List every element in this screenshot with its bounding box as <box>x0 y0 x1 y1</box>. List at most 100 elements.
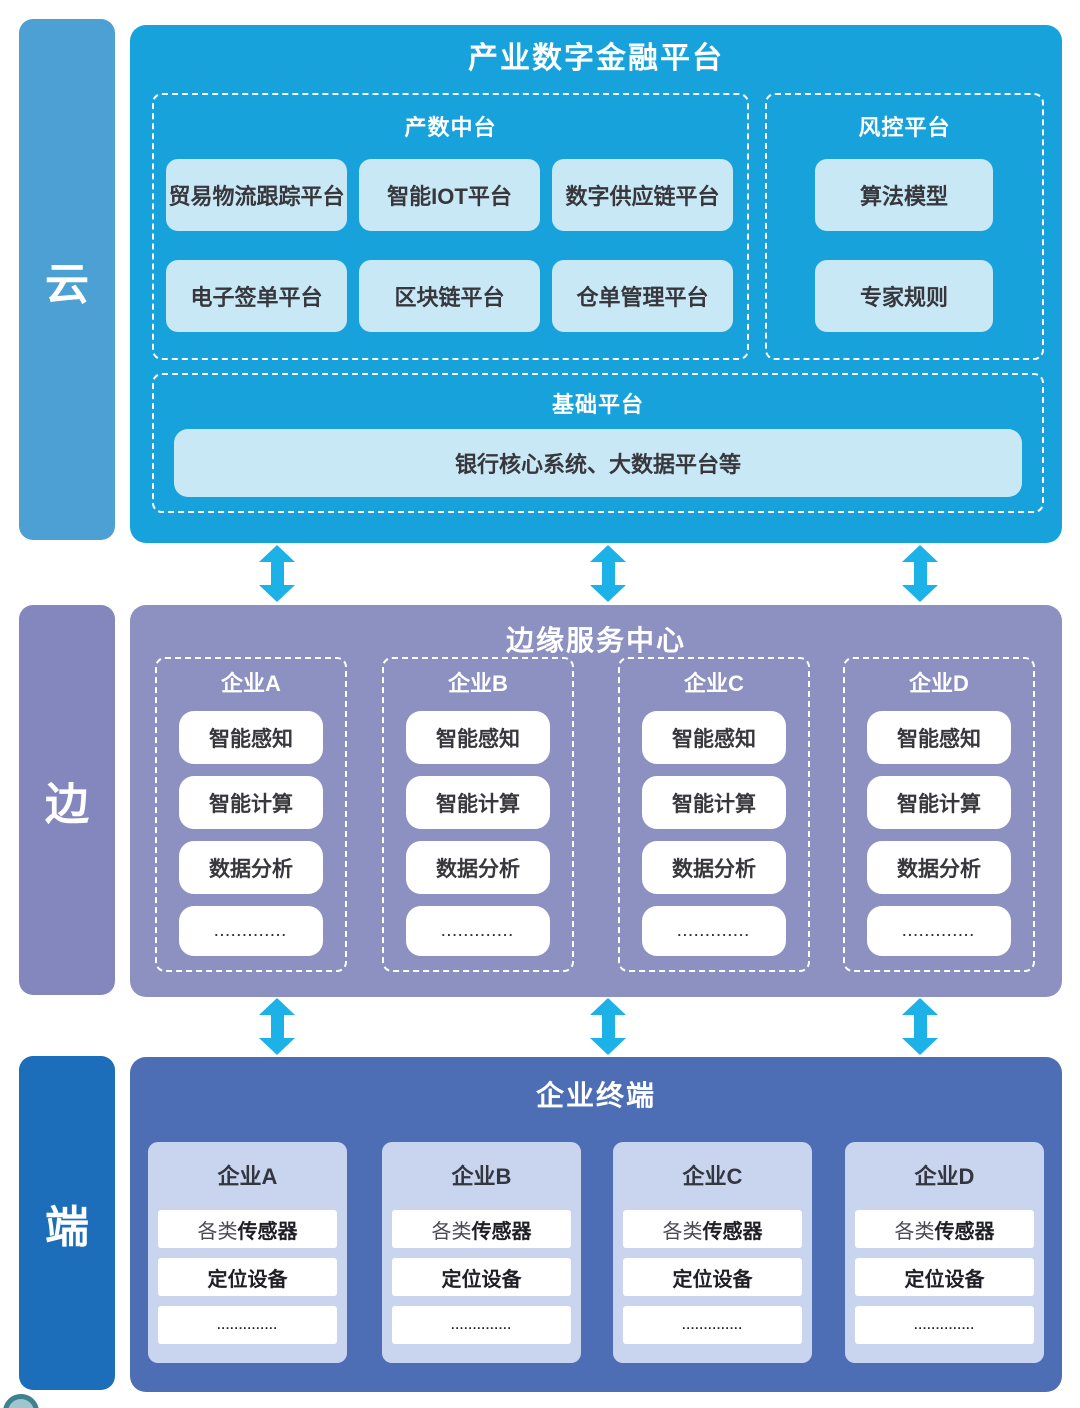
arrow-up-icon <box>902 998 938 1015</box>
terminal-row-positioning: 定位设备 <box>392 1258 571 1296</box>
terminal-card-enterprise-d: 企业D 各类传感器 定位设备 .............. <box>845 1142 1044 1363</box>
platform-box-digital-supply-chain: 数字供应链平台 <box>552 159 733 231</box>
ellipsis-dots: ............. <box>677 923 751 939</box>
rail-edge: 边 <box>19 605 115 995</box>
terminal-row-sensors: 各类传感器 <box>158 1210 337 1248</box>
edge-column-title: 企业A <box>221 671 281 696</box>
rail-terminal-label: 端 <box>45 1203 89 1252</box>
edge-column-enterprise-c: 企业C 智能感知 智能计算 数据分析 ............. <box>618 657 810 972</box>
ellipsis-dots: .............. <box>217 1318 278 1332</box>
row-text: 传感器 <box>934 1220 995 1243</box>
row-text: 传感器 <box>471 1220 532 1243</box>
edge-column-title: 企业B <box>448 671 508 696</box>
mid-platform-row-1: 贸易物流跟踪平台 智能IOT平台 数字供应链平台 <box>166 159 733 231</box>
mid-platform-group: 产数中台 贸易物流跟踪平台 智能IOT平台 数字供应链平台 电子签单平台 区块链… <box>152 93 749 360</box>
row-text-prefix: 各类 <box>894 1220 935 1243</box>
risk-platform-group: 风控平台 算法模型 专家规则 <box>765 93 1044 360</box>
row-text-prefix: 各类 <box>662 1220 703 1243</box>
edge-box-smart-computing: 智能计算 <box>406 776 550 829</box>
mid-platform-title: 产数中台 <box>404 115 497 140</box>
terminal-row-positioning: 定位设备 <box>158 1258 337 1296</box>
rail-cloud: 云 <box>19 19 115 540</box>
terminal-row-sensors: 各类传感器 <box>623 1210 802 1248</box>
edge-box-smart-computing: 智能计算 <box>642 776 786 829</box>
bidirectional-arrow-icon <box>259 545 295 602</box>
terminal-row-sensors: 各类传感器 <box>855 1210 1034 1248</box>
terminal-row-more: .............. <box>623 1306 802 1344</box>
arrow-down-icon <box>902 585 938 602</box>
bidirectional-arrow-icon <box>902 998 938 1055</box>
bidirectional-arrow-icon <box>259 998 295 1055</box>
edge-column-enterprise-d: 企业D 智能感知 智能计算 数据分析 ............. <box>843 657 1035 972</box>
bidirectional-arrow-icon <box>902 545 938 602</box>
ellipsis-dots: .............. <box>682 1318 743 1332</box>
edge-section-title: 边缘服务中心 <box>505 625 686 656</box>
arrow-stem <box>913 1015 927 1038</box>
arrow-up-icon <box>259 998 295 1015</box>
terminal-card-enterprise-a: 企业A 各类传感器 定位设备 .............. <box>148 1142 347 1363</box>
edge-box-more: ............. <box>642 906 786 956</box>
terminal-section-title: 企业终端 <box>535 1080 656 1111</box>
edge-box-data-analysis: 数据分析 <box>642 841 786 894</box>
arrow-down-icon <box>590 585 626 602</box>
platform-box-trade-logistics: 贸易物流跟踪平台 <box>166 159 347 231</box>
arrow-up-icon <box>590 998 626 1015</box>
row-text: 传感器 <box>702 1220 763 1243</box>
edge-column-enterprise-a: 企业A 智能感知 智能计算 数据分析 ............. <box>155 657 347 972</box>
edge-column-title: 企业D <box>909 671 969 696</box>
terminal-card-title: 企业B <box>451 1164 512 1189</box>
row-text: 定位设备 <box>672 1268 753 1291</box>
row-text: 传感器 <box>237 1220 298 1243</box>
arrow-stem <box>270 1015 284 1038</box>
ellipsis-dots: ............. <box>902 923 976 939</box>
platform-box-blockchain: 区块链平台 <box>359 260 540 332</box>
arrow-stem <box>601 562 615 585</box>
base-platform-title: 基础平台 <box>551 392 644 417</box>
rail-edge-label: 边 <box>45 780 89 829</box>
arrow-up-icon <box>902 545 938 562</box>
platform-box-warehouse-receipt: 仓单管理平台 <box>552 260 733 332</box>
arrow-down-icon <box>902 1038 938 1055</box>
terminal-row-sensors: 各类传感器 <box>392 1210 571 1248</box>
terminal-card-enterprise-b: 企业B 各类传感器 定位设备 .............. <box>382 1142 581 1363</box>
rail-terminal: 端 <box>19 1056 115 1390</box>
arrow-stem <box>270 562 284 585</box>
arrow-down-icon <box>259 585 295 602</box>
row-text-prefix: 各类 <box>431 1220 472 1243</box>
terminal-row-more: .............. <box>392 1306 571 1344</box>
edge-box-more: ............. <box>406 906 550 956</box>
terminal-card-enterprise-c: 企业C 各类传感器 定位设备 .............. <box>613 1142 812 1363</box>
ellipsis-dots: ............. <box>214 923 288 939</box>
row-text-prefix: 各类 <box>197 1220 238 1243</box>
row-text: 定位设备 <box>441 1268 522 1291</box>
row-text: 定位设备 <box>207 1268 288 1291</box>
arrow-down-icon <box>590 1038 626 1055</box>
terminal-card-title: 企业C <box>682 1164 743 1189</box>
base-box-core-systems: 银行核心系统、大数据平台等 <box>174 429 1022 497</box>
edge-box-smart-computing: 智能计算 <box>867 776 1011 829</box>
edge-box-smart-computing: 智能计算 <box>179 776 323 829</box>
bidirectional-arrow-icon <box>590 998 626 1055</box>
base-platform-group: 基础平台 银行核心系统、大数据平台等 <box>152 373 1044 513</box>
platform-box-e-signing: 电子签单平台 <box>166 260 347 332</box>
bidirectional-arrow-icon <box>590 545 626 602</box>
arrow-stem <box>601 1015 615 1038</box>
terminal-section: 企业终端 企业A 各类传感器 定位设备 .............. 企业B 各… <box>130 1057 1062 1392</box>
edge-box-data-analysis: 数据分析 <box>406 841 550 894</box>
edge-box-smart-sensing: 智能感知 <box>642 711 786 764</box>
risk-box-algorithm-model: 算法模型 <box>815 159 993 231</box>
cloud-section-title: 产业数字金融平台 <box>468 42 724 75</box>
edge-box-more: ............. <box>179 906 323 956</box>
arrow-up-icon <box>590 545 626 562</box>
edge-column-title: 企业C <box>684 671 744 696</box>
ellipsis-dots: ............. <box>441 923 515 939</box>
ellipsis-dots: .............. <box>914 1318 975 1332</box>
terminal-row-positioning: 定位设备 <box>855 1258 1034 1296</box>
risk-box-expert-rules: 专家规则 <box>815 260 993 332</box>
edge-box-data-analysis: 数据分析 <box>179 841 323 894</box>
platform-box-iot: 智能IOT平台 <box>359 159 540 231</box>
arrow-stem <box>913 562 927 585</box>
edge-section: 边缘服务中心 企业A 智能感知 智能计算 数据分析 ............. … <box>130 605 1062 997</box>
risk-platform-title: 风控平台 <box>858 115 951 140</box>
